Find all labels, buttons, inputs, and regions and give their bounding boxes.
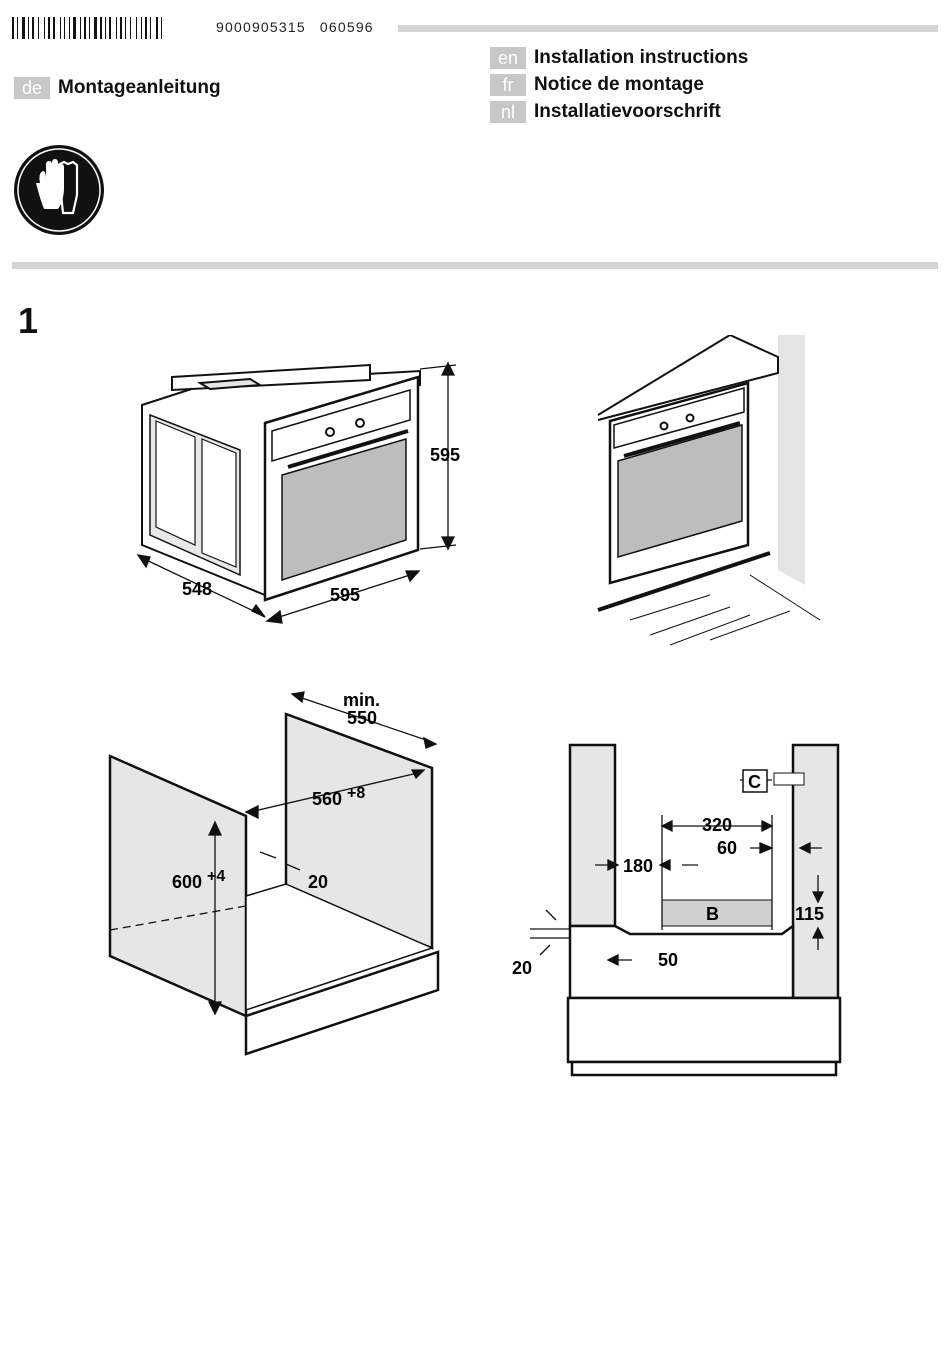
- label-c: C: [748, 772, 761, 792]
- min-label: min.: [343, 690, 380, 710]
- dim-50: 50: [658, 950, 678, 970]
- protective-gloves-icon: [14, 145, 104, 235]
- dim-width: 595: [330, 585, 360, 605]
- dim-depth: 548: [182, 579, 212, 599]
- document-number: 9000905315 060596: [216, 19, 374, 35]
- lang-title: Montageanleitung: [58, 77, 221, 98]
- lang-row-nl: nl Installatievoorschrift: [490, 101, 721, 123]
- lang-row-fr: fr Notice de montage: [490, 74, 704, 96]
- lang-title: Notice de montage: [534, 74, 704, 95]
- built-in-oven-illustration: [597, 335, 821, 646]
- dim-180: 180: [623, 856, 653, 876]
- cabinet-cutout-illustration: min. 550 560 +8 600 +4 20: [108, 690, 440, 1056]
- dim-height: 595: [430, 445, 460, 465]
- height-base: 600: [172, 872, 202, 892]
- lang-code-badge: de: [14, 77, 50, 99]
- lang-title: Installatievoorschrift: [534, 101, 721, 122]
- dim-60: 60: [717, 838, 737, 858]
- lang-row-de: de Montageanleitung: [14, 77, 221, 99]
- section-rule: [12, 262, 938, 269]
- cabinet-section-illustration: C 320 60 180 B 115 50 20: [512, 743, 842, 1077]
- oven-dimensions-illustration: 595 548 595: [136, 361, 460, 624]
- gap-dim: 20: [308, 872, 328, 892]
- lang-title: Installation instructions: [534, 47, 749, 68]
- label-b: B: [706, 904, 719, 924]
- lang-code-badge: fr: [490, 74, 526, 96]
- lang-code-badge: en: [490, 47, 526, 69]
- dim-320: 320: [702, 815, 732, 835]
- dim-115: 115: [795, 904, 824, 924]
- doc-number: 9000905315: [216, 19, 306, 35]
- width-sup: +8: [347, 785, 365, 802]
- width-base: 560: [312, 789, 342, 809]
- doc-date: 060596: [319, 19, 374, 35]
- lang-code-badge: nl: [490, 101, 526, 123]
- barcode: [12, 17, 162, 39]
- lang-row-en: en Installation instructions: [490, 47, 748, 69]
- dim-20: 20: [512, 958, 532, 978]
- figure-number: 1: [18, 300, 39, 341]
- min-depth: 550: [347, 708, 377, 728]
- height-sup: +4: [207, 868, 225, 885]
- header-rule: [398, 25, 938, 32]
